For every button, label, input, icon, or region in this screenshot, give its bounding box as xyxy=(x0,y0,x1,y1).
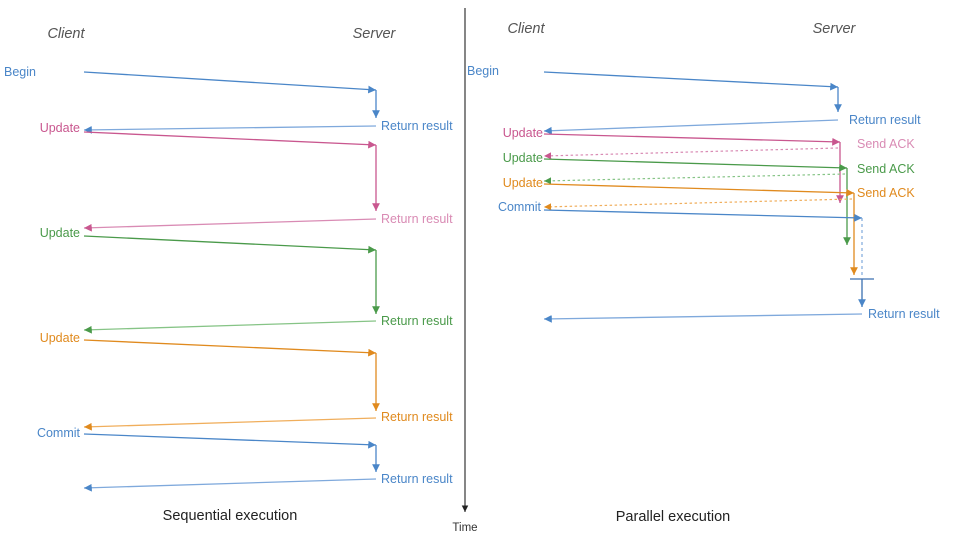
panel-sequential: Client Server Begin Return result Update… xyxy=(4,26,453,524)
time-axis-label: Time xyxy=(452,522,477,534)
arrow-p-begin-request xyxy=(543,71,839,91)
flow-parallel-begin xyxy=(543,71,842,135)
parallel-server-header: Server xyxy=(813,21,857,37)
arrow-update-pink-request xyxy=(83,131,377,149)
parallel-label-begin: Begin xyxy=(467,64,499,78)
arrow-commit-request xyxy=(83,433,377,449)
sequential-label-return-4: Return result xyxy=(381,410,453,424)
arrow-p-update-orange-request xyxy=(543,183,855,197)
sequential-label-begin: Begin xyxy=(4,65,36,79)
sequential-label-return-5: Return result xyxy=(381,472,453,486)
arrow-begin-return xyxy=(83,125,377,134)
parallel-caption: Parallel execution xyxy=(616,509,730,525)
flow-sequential-update-orange xyxy=(83,339,380,431)
sequential-label-commit: Commit xyxy=(37,426,81,440)
sequential-label-update-2: Update xyxy=(40,226,80,240)
panel-parallel: Client Server Begin Return result Update… xyxy=(467,21,940,525)
arrow-update-pink-return xyxy=(83,218,377,232)
arrow-update-green-return xyxy=(83,320,377,334)
sequential-label-return-2: Return result xyxy=(381,212,453,226)
arrow-p-begin-return xyxy=(543,119,839,135)
parallel-label-ack-3: Send ACK xyxy=(857,186,915,200)
flow-parallel-update-pink xyxy=(543,133,844,203)
sequential-label-update-3: Update xyxy=(40,331,80,345)
flow-sequential-update-green xyxy=(83,235,380,334)
arrow-commit-return xyxy=(83,478,377,492)
sequential-label-return-1: Return result xyxy=(381,119,453,133)
sequential-label-return-3: Return result xyxy=(381,314,453,328)
flow-sequential-commit xyxy=(83,433,380,492)
arrow-p-update-green-request xyxy=(543,158,848,172)
flow-parallel-update-orange xyxy=(543,183,858,275)
arrow-p-ack-orange xyxy=(543,198,853,211)
parallel-label-update-2: Update xyxy=(503,151,543,165)
arrow-p-ack-green xyxy=(543,173,846,185)
parallel-label-commit: Commit xyxy=(498,200,542,214)
parallel-label-ack-1: Send ACK xyxy=(857,137,915,151)
arrow-update-orange-return xyxy=(83,417,377,431)
parallel-label-update-1: Update xyxy=(503,126,543,140)
parallel-label-ack-2: Send ACK xyxy=(857,162,915,176)
parallel-label-return-1: Return result xyxy=(849,113,921,127)
flow-sequential-update-pink xyxy=(83,131,380,232)
arrow-update-orange-request xyxy=(83,339,377,357)
parallel-client-header: Client xyxy=(507,21,545,37)
sequential-label-update-1: Update xyxy=(40,121,80,135)
arrow-update-green-request xyxy=(83,235,377,254)
sequential-caption: Sequential execution xyxy=(163,508,298,524)
flow-sequential-begin xyxy=(83,71,380,134)
sequential-client-header: Client xyxy=(47,26,85,42)
arrow-p-commit-return xyxy=(543,313,863,323)
parallel-label-return-2: Return result xyxy=(868,307,940,321)
sequential-server-header: Server xyxy=(353,26,397,42)
arrow-begin-request xyxy=(83,71,377,94)
arrow-p-commit-request xyxy=(543,209,863,222)
arrow-p-update-pink-request xyxy=(543,133,841,146)
flow-parallel-commit xyxy=(543,209,874,323)
parallel-label-update-3: Update xyxy=(503,176,543,190)
flow-parallel-update-green xyxy=(543,158,851,245)
arrow-p-ack-pink xyxy=(543,147,839,160)
